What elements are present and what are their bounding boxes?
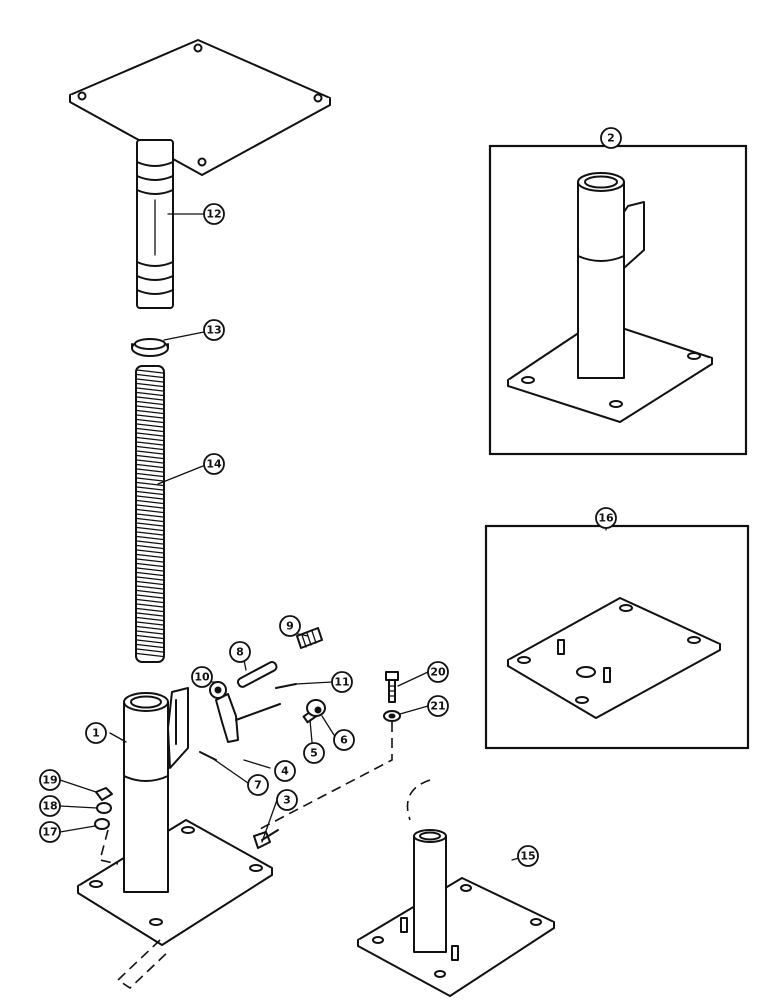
svg-text:17: 17 [42, 826, 57, 839]
pin-part-8 [236, 661, 278, 688]
nut-part-19 [95, 787, 113, 801]
callout-3: 3 [276, 789, 298, 811]
callout-1: 1 [85, 722, 107, 744]
svg-text:10: 10 [194, 671, 210, 684]
washer-part-17 [94, 818, 110, 830]
svg-text:20: 20 [430, 666, 446, 679]
bushing-part-13 [131, 338, 169, 357]
alt-post-part-15 [357, 829, 555, 997]
callout-6: 6 [333, 729, 355, 751]
callout-11: 11 [331, 671, 353, 693]
spring-part-9 [296, 627, 323, 649]
seat-plate [69, 39, 331, 176]
svg-text:1: 1 [92, 727, 100, 740]
lockwasher-part-18 [96, 802, 112, 814]
svg-text:7: 7 [254, 779, 262, 792]
callout-21: 21 [427, 695, 449, 717]
bolt-part-20 [385, 671, 399, 703]
washer-part-10 [209, 681, 227, 699]
callout-17: 17 [39, 821, 61, 843]
callout-14: 14 [203, 453, 225, 475]
svg-text:11: 11 [334, 676, 349, 689]
washer-part-21 [383, 710, 401, 722]
callout-8: 8 [229, 641, 251, 663]
inset-part-2 [488, 144, 748, 456]
callout-19: 19 [39, 769, 61, 791]
callout-12: 12 [203, 203, 225, 225]
assembly-connector-line [99, 722, 431, 990]
callout-4: 4 [274, 760, 296, 782]
svg-text:6: 6 [340, 734, 348, 747]
svg-text:21: 21 [430, 700, 445, 713]
callout-2: 2 [600, 127, 622, 149]
svg-text:13: 13 [206, 324, 221, 337]
svg-text:4: 4 [281, 765, 289, 778]
callout-13: 13 [203, 319, 225, 341]
svg-text:14: 14 [206, 458, 222, 471]
knob-part-6 [306, 699, 326, 717]
post-assembly-part-1 [77, 687, 273, 946]
shaft-part-12 [136, 139, 174, 309]
callout-15: 15 [517, 845, 539, 867]
callout-20: 20 [427, 661, 449, 683]
svg-text:15: 15 [520, 850, 535, 863]
svg-text:3: 3 [283, 794, 291, 807]
bolt-part-3 [253, 829, 279, 849]
spring-part-14 [135, 365, 165, 663]
callout-10: 10 [191, 666, 213, 688]
latch-part-4 [215, 693, 281, 743]
pin-part-11 [275, 683, 297, 689]
callout-18: 18 [39, 795, 61, 817]
svg-text:5: 5 [310, 747, 318, 760]
callout-9: 9 [279, 615, 301, 637]
svg-text:19: 19 [42, 774, 57, 787]
callout-16: 16 [595, 507, 617, 529]
callout-5: 5 [303, 742, 325, 764]
svg-text:16: 16 [598, 512, 614, 525]
inset-part-16 [484, 524, 750, 750]
svg-text:8: 8 [236, 646, 244, 659]
svg-text:18: 18 [42, 800, 57, 813]
svg-text:2: 2 [607, 132, 615, 145]
callout-7: 7 [247, 774, 269, 796]
svg-text:12: 12 [206, 208, 221, 221]
svg-text:9: 9 [286, 620, 294, 633]
